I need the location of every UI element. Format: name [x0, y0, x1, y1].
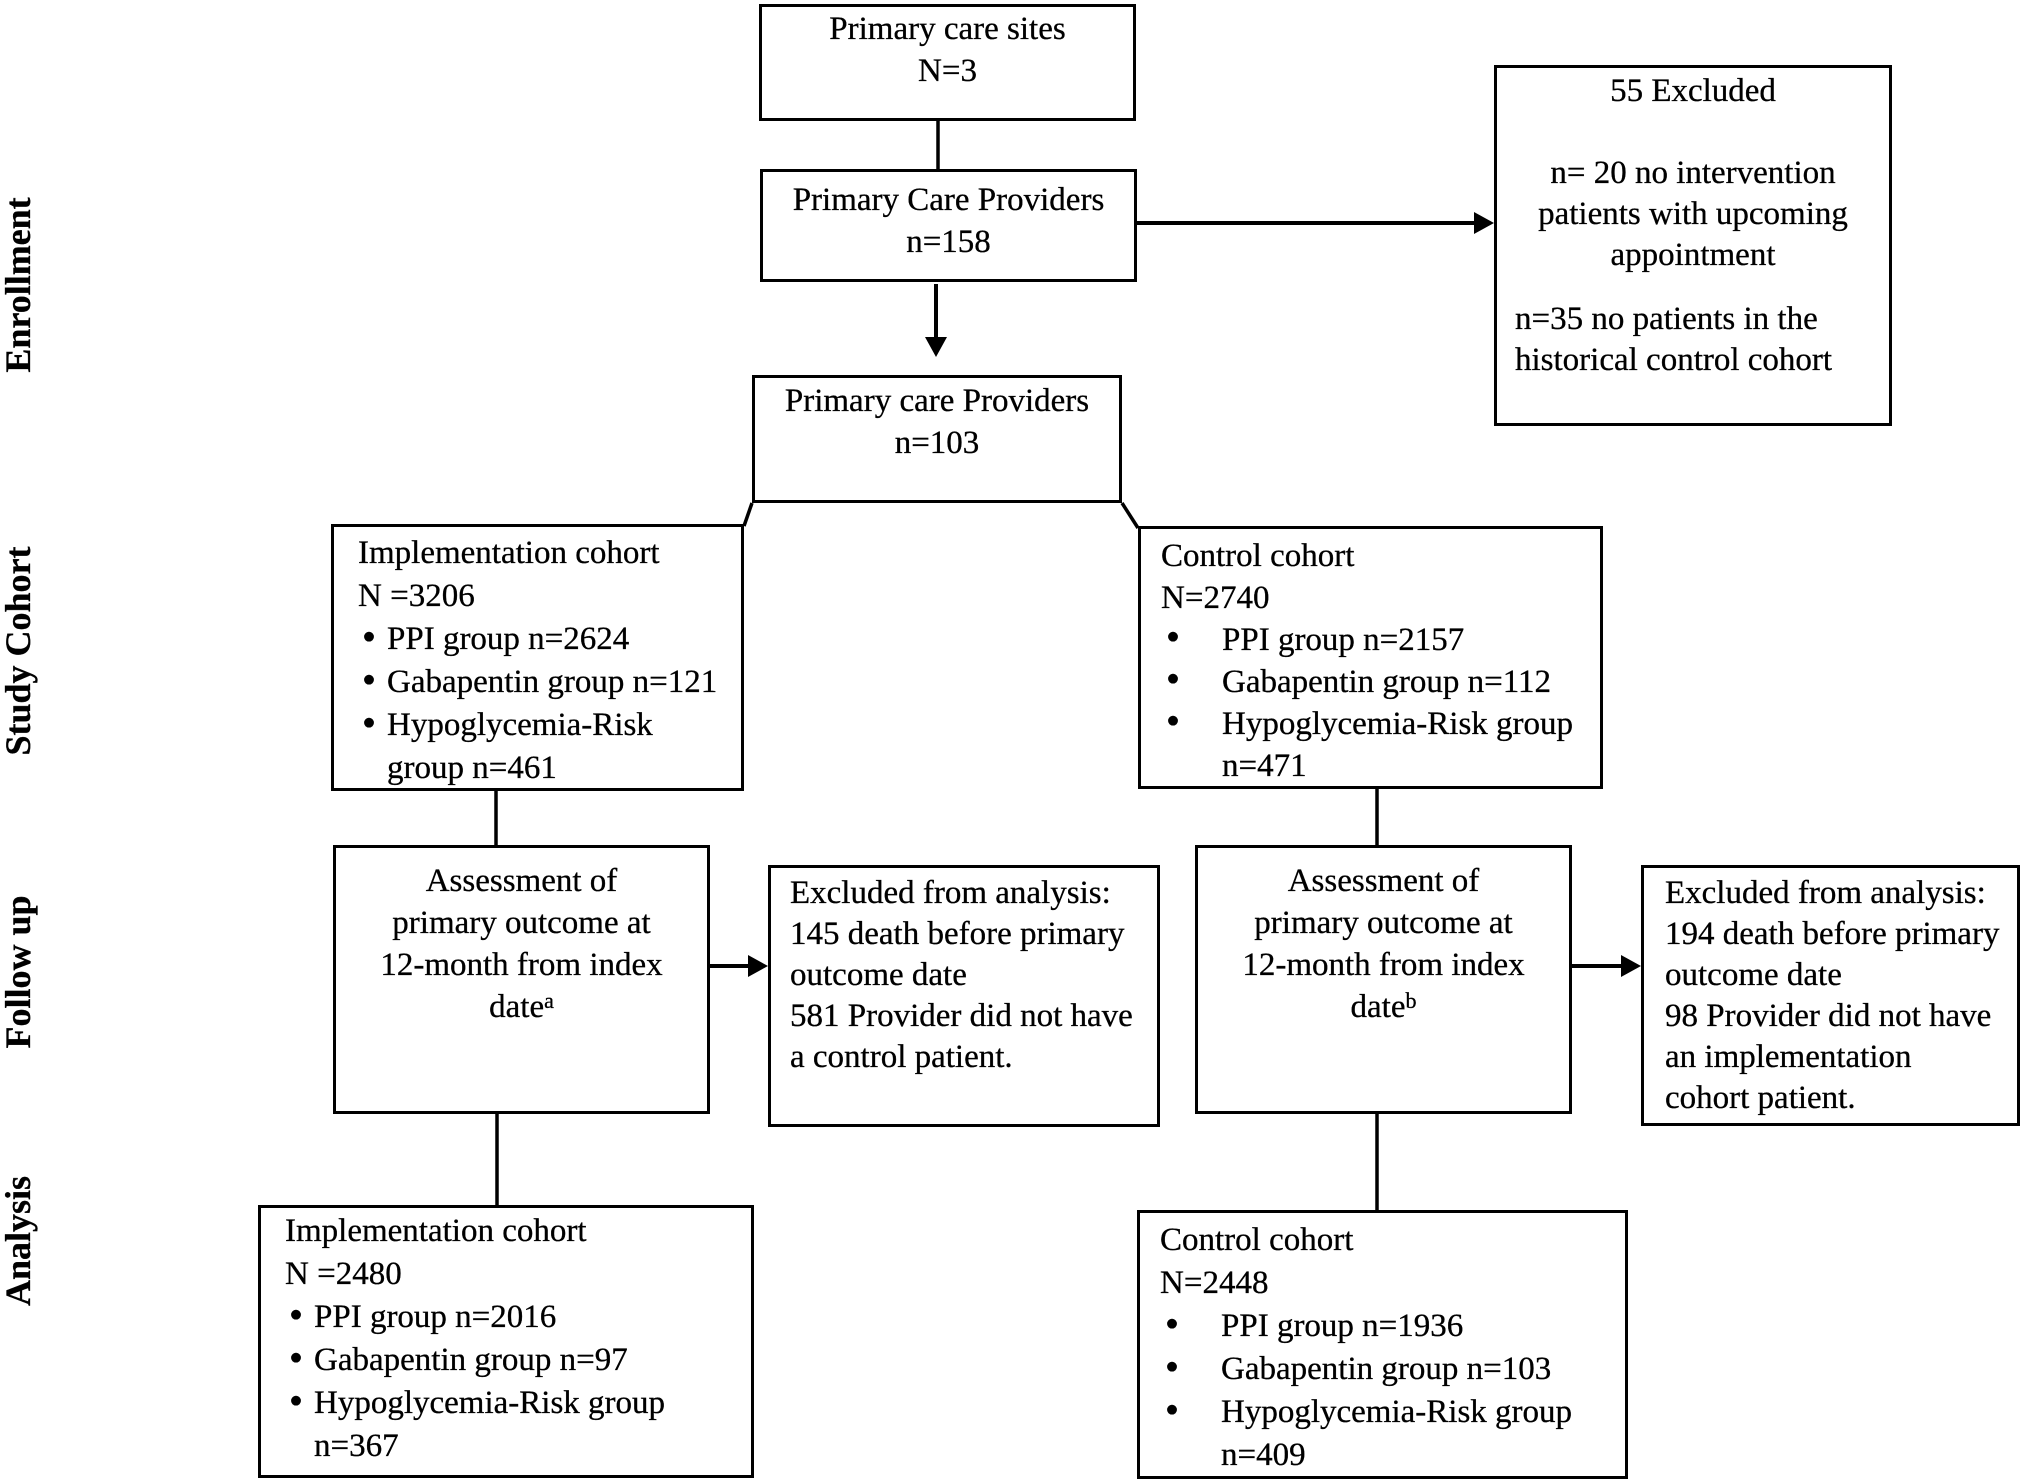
- control-cohort-label: Control cohort: [1161, 538, 1355, 574]
- bullet-icon: •: [362, 657, 377, 702]
- implementation-cohort-label: Implementation cohort: [358, 535, 660, 571]
- box-primary-care-providers-initial: Primary Care Providers n=158: [760, 169, 1137, 282]
- connector-included-to-control: [1120, 502, 1140, 529]
- box-excluded-providers: 55 Excluded n= 20 no intervention patien…: [1494, 65, 1892, 426]
- implementation-cohort-gabapentin-item: •Gabapentin group n=121: [362, 657, 718, 702]
- box-excluded-analysis-implementation: Excluded from analysis: 145 death before…: [768, 865, 1160, 1127]
- section-label-follow-up: Follow up: [0, 895, 38, 1049]
- bullet-icon: •: [289, 1292, 304, 1337]
- bullet-icon: •: [362, 700, 377, 745]
- bullet-icon: •: [1165, 1344, 1180, 1389]
- control-analysis-label: Control cohort: [1160, 1222, 1354, 1258]
- arrow-providers-to-included: [925, 284, 947, 357]
- bullet-icon: •: [1166, 614, 1181, 659]
- excluded-providers-reason-2: n=35 no patients in the historical contr…: [1515, 301, 1833, 378]
- arrow-providers-to-excluded: [1137, 212, 1494, 234]
- section-label-study-cohort: Study Cohort: [0, 546, 38, 756]
- bullet-icon: •: [289, 1335, 304, 1380]
- box-primary-care-providers-included: Primary care Providers n=103: [752, 375, 1122, 503]
- assessment-control-text: Assessment of primary outcome at 12-mont…: [1242, 863, 1525, 1025]
- implementation-analysis-gabapentin-item: •Gabapentin group n=97: [289, 1335, 628, 1380]
- box-control-cohort-analysis: Control cohort N=2448 •PPI group n=1936 …: [1137, 1210, 1628, 1479]
- box-excluded-analysis-control: Excluded from analysis: 194 death before…: [1641, 865, 2020, 1126]
- section-label-analysis: Analysis: [0, 1175, 38, 1307]
- bullet-icon: •: [289, 1378, 304, 1423]
- box-implementation-cohort: Implementation cohort N =3206 •PPI group…: [331, 524, 744, 791]
- bullet-icon: •: [1165, 1301, 1180, 1346]
- footnote-b-marker: b: [1405, 987, 1417, 1013]
- bullet-icon: •: [1165, 1387, 1180, 1432]
- control-cohort-count: N=2740: [1161, 580, 1270, 616]
- box-assessment-control: Assessment of primary outcome at 12-mont…: [1195, 845, 1572, 1114]
- implementation-analysis-ppi-item: •PPI group n=2016: [289, 1292, 557, 1337]
- providers-included-count: n=103: [894, 425, 980, 461]
- section-label-enrollment: Enrollment: [0, 197, 38, 373]
- control-analysis-count: N=2448: [1160, 1265, 1269, 1301]
- excluded-analysis-control-text: Excluded from analysis: 194 death before…: [1665, 875, 2000, 1116]
- box-primary-care-sites: Primary care sites N=3: [759, 4, 1136, 121]
- providers-initial-label: Primary Care Providers: [792, 182, 1105, 218]
- excluded-providers-reason-1: n= 20 no intervention patients with upco…: [1538, 155, 1848, 273]
- bullet-icon: •: [1166, 698, 1181, 743]
- primary-care-sites-label: Primary care sites: [829, 11, 1066, 47]
- assessment-implementation-text: Assessment of primary outcome at 12-mont…: [380, 863, 663, 1025]
- footnote-a-marker: a: [544, 987, 554, 1013]
- control-cohort-hypoglycemia-item: •Hypoglycemia-Risk group n=471: [1166, 698, 1574, 784]
- implementation-analysis-count: N =2480: [285, 1256, 402, 1292]
- implementation-analysis-label: Implementation cohort: [285, 1213, 587, 1249]
- excluded-analysis-implementation-text: Excluded from analysis: 145 death before…: [790, 875, 1133, 1075]
- bullet-icon: •: [1166, 656, 1181, 701]
- connector-included-to-implementation: [742, 502, 754, 527]
- bullet-icon: •: [362, 614, 377, 659]
- control-analysis-gabapentin-item: •Gabapentin group n=103: [1165, 1344, 1552, 1389]
- primary-care-sites-count: N=3: [918, 53, 977, 89]
- box-control-cohort: Control cohort N=2740 •PPI group n=2157 …: [1138, 526, 1603, 789]
- control-analysis-ppi-item: •PPI group n=1936: [1165, 1301, 1464, 1346]
- control-cohort-gabapentin-item: •Gabapentin group n=112: [1166, 656, 1551, 701]
- box-implementation-cohort-analysis: Implementation cohort N =2480 •PPI group…: [258, 1205, 754, 1478]
- arrow-assessment-implementation-to-excluded: [710, 955, 768, 977]
- implementation-cohort-count: N =3206: [358, 578, 475, 614]
- box-assessment-implementation: Assessment of primary outcome at 12-mont…: [333, 845, 710, 1114]
- arrow-assessment-control-to-excluded: [1572, 955, 1641, 977]
- implementation-cohort-ppi-item: •PPI group n=2624: [362, 614, 630, 659]
- control-cohort-ppi-item: •PPI group n=2157: [1166, 614, 1465, 659]
- control-analysis-hypoglycemia-item: •Hypoglycemia-Risk group n=409: [1165, 1387, 1573, 1473]
- implementation-cohort-hypoglycemia-item: •Hypoglycemia-Risk group n=461: [362, 700, 653, 786]
- implementation-analysis-hypoglycemia-item: •Hypoglycemia-Risk group n=367: [289, 1378, 666, 1464]
- providers-included-label: Primary care Providers: [784, 383, 1090, 419]
- providers-initial-count: n=158: [906, 224, 991, 260]
- excluded-providers-title: 55 Excluded: [1610, 73, 1776, 109]
